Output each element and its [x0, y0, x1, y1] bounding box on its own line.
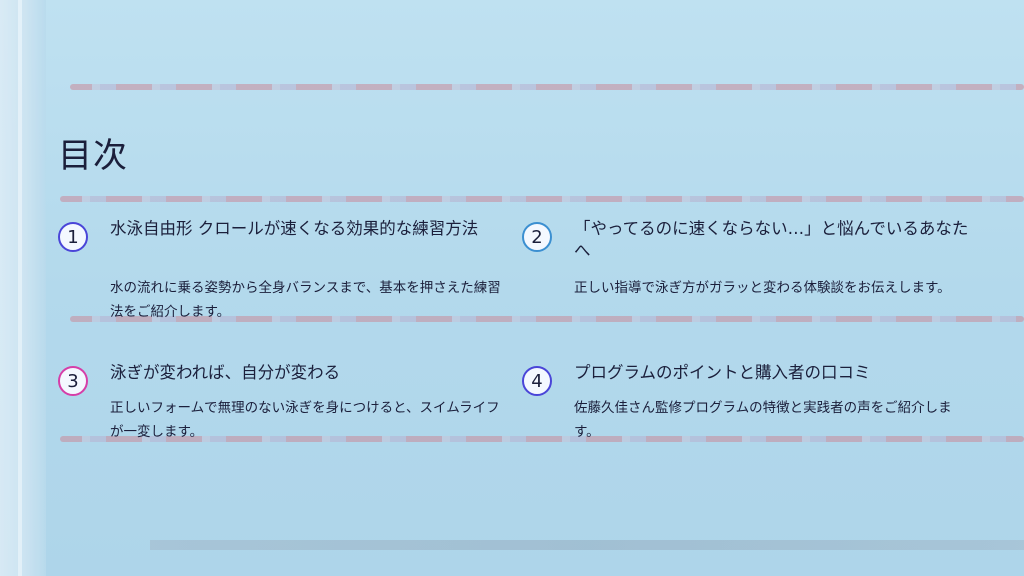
- lane-rope: [70, 316, 1024, 322]
- toc-item-title: 泳ぎが変われば、自分が変わる: [110, 363, 341, 382]
- lane-rope: [60, 436, 1024, 442]
- number-badge-4: 4: [522, 366, 552, 396]
- toc-item-description: 正しいフォームで無理のない泳ぎを身につけると、スイムライフが一変します。: [110, 400, 500, 440]
- pool-ladder-pillar: [0, 0, 46, 576]
- pool-lane-floor-line: [150, 540, 1024, 550]
- toc-item-description: 佐藤久佳さん監修プログラムの特徴と実践者の声をご紹介します。: [574, 400, 952, 440]
- lane-rope: [60, 196, 1024, 202]
- toc-item-description: 正しい指導で泳ぎ方がガラッと変わる体験談をお伝えします。: [574, 280, 951, 296]
- toc-item-title: 水泳自由形 クロールが速くなる効果的な練習方法: [110, 219, 479, 238]
- number-badge-2: 2: [522, 222, 552, 252]
- toc-item-description: 水の流れに乗る姿勢から全身バランスまで、基本を押さえた練習法をご紹介します。: [110, 280, 501, 320]
- number-badge-3: 3: [58, 366, 88, 396]
- toc-item-title: プログラムのポイントと購入者の口コミ: [574, 363, 871, 382]
- page-title: 目次: [58, 136, 128, 176]
- lane-rope: [70, 84, 1024, 90]
- number-badge-1: 1: [58, 222, 88, 252]
- toc-item-title: 「やってるのに速くならない…」と悩んでいるあなたへ: [574, 219, 969, 260]
